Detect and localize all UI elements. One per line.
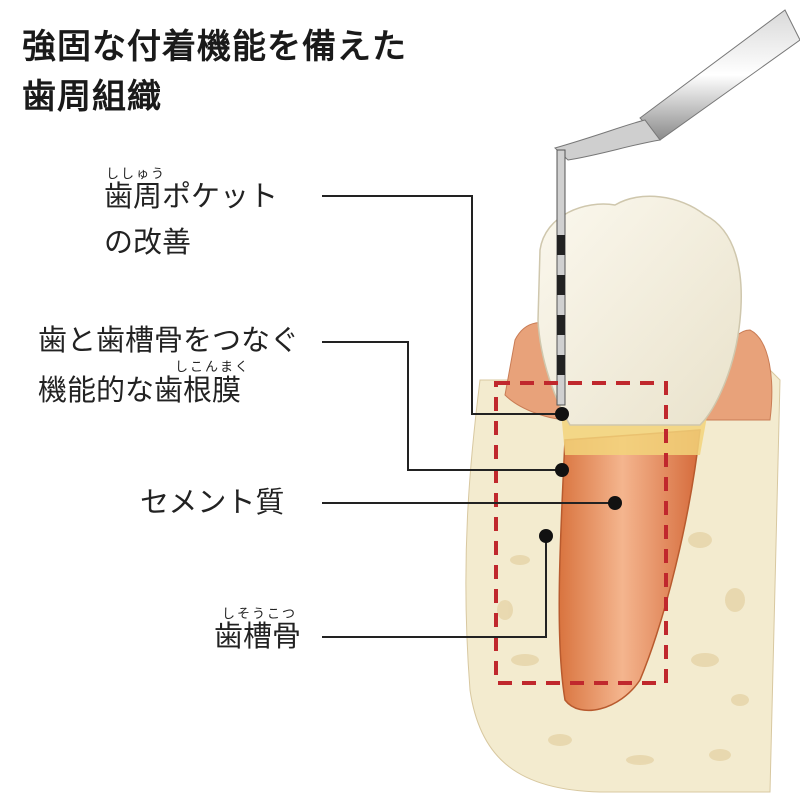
label-pocket-line1: 歯周ポケット (104, 179, 279, 213)
label-bone: 歯槽骨 (214, 619, 302, 653)
probe-neck (554, 119, 661, 161)
bone-trabeculae (497, 532, 749, 765)
title-line-2: 歯周組織 (22, 77, 162, 117)
leader-dots (539, 407, 622, 543)
label-pocket-line2: の改善 (104, 225, 192, 259)
label-pocket-ruby: ししゅう (106, 167, 167, 182)
title-line-1: 強固な付着機能を備えた (22, 27, 407, 67)
label-ligament-ruby: しこんまく (175, 360, 251, 375)
probe-handle (639, 9, 800, 141)
leader-lines (322, 195, 615, 638)
leader-ligament (322, 341, 562, 471)
label-bone-ruby: しそうこつ (222, 607, 298, 622)
dot-pocket (555, 407, 569, 421)
label-ligament-line1: 歯と歯槽骨をつなぐ (38, 323, 300, 357)
label-cementum: セメント質 (140, 485, 285, 519)
highlight-box (494, 381, 668, 685)
dot-cementum (608, 496, 622, 510)
diagram-title: 強固な付着機能を備えた 歯周組織 (22, 22, 407, 122)
dot-bone (539, 529, 553, 543)
label-ligament-line2: 機能的な歯根膜 (38, 373, 242, 407)
dot-ligament (555, 463, 569, 477)
tooth-crown (537, 195, 742, 426)
tooth-root (558, 429, 701, 712)
leader-bone (322, 536, 547, 638)
probe-markings (557, 235, 565, 375)
leader-pocket (322, 195, 562, 415)
